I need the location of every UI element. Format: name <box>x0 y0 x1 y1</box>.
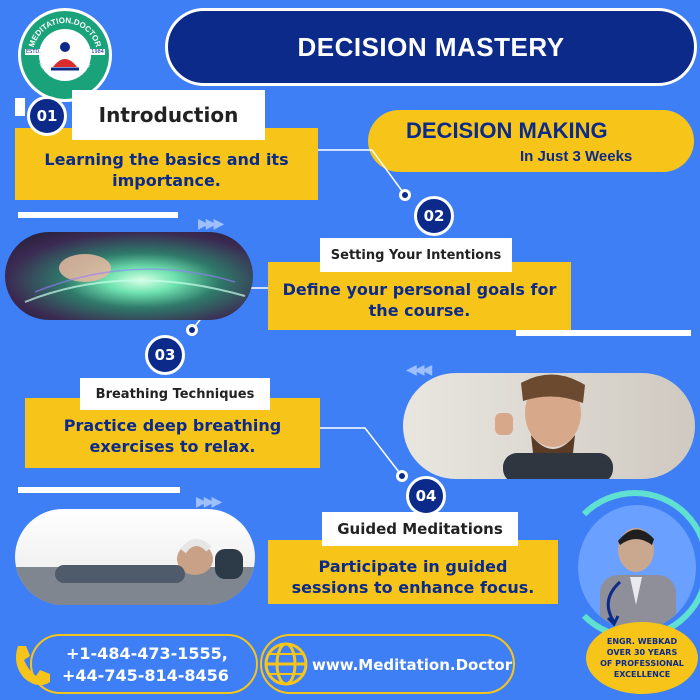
step-01-card: Learning the basics and its importance. <box>15 128 318 200</box>
divider-line <box>18 212 178 218</box>
step-04-number: 04 <box>406 476 446 516</box>
breathing-man-photo <box>403 373 695 479</box>
relaxing-man-photo <box>15 509 255 605</box>
energy-hands-photo <box>5 232 253 320</box>
step-01-number: 01 <box>27 96 67 136</box>
promo-banner: DECISION MAKING In Just 3 Weeks <box>368 110 694 172</box>
globe-icon <box>262 640 310 688</box>
promo-subtitle: In Just 3 Weeks <box>520 148 633 165</box>
svg-text:MEDITATION.DOCTOR: MEDITATION.DOCTOR <box>27 16 103 49</box>
step-03-title: Breathing Techniques <box>95 386 255 402</box>
step-01-title: Introduction <box>98 103 239 127</box>
step-01-frame <box>15 98 25 116</box>
step-04-title: Guided Meditations <box>337 520 503 538</box>
step-02-number: 02 <box>414 196 454 236</box>
step-02-title-box: Setting Your Intentions <box>320 238 512 272</box>
website-link[interactable]: www.Meditation.Doctor <box>312 656 513 674</box>
profile-photo <box>578 505 696 630</box>
chevron-left-icon: ◀◀◀ <box>406 362 432 378</box>
header-banner: DECISION MASTERY <box>165 8 697 86</box>
profile-caption: ENGR. WEBKAD OVER 30 YEARS OF PROFESSION… <box>600 637 684 679</box>
page-title: DECISION MASTERY <box>297 31 565 62</box>
divider-line <box>516 330 691 336</box>
step-04-title-box: Guided Meditations <box>322 512 518 546</box>
phone-pill <box>30 634 258 694</box>
chevron-right-icon: ▶▶▶ <box>198 216 224 232</box>
promo-title: DECISION MAKING <box>406 118 608 143</box>
contact-phone-1: +1-484-473-1555, <box>66 644 228 663</box>
step-01-description: Learning the basics and its importance. <box>44 150 289 190</box>
brand-logo: MEDITATION.DOCTOR INNER PEACE, OUTER VIT… <box>18 8 112 102</box>
step-04-card: Participate in guided sessions to enhanc… <box>268 540 558 604</box>
step-03-description: Practice deep breathing exercises to rel… <box>63 416 282 456</box>
step-02-card: Define your personal goals for the cours… <box>268 262 571 330</box>
step-04-description: Participate in guided sessions to enhanc… <box>291 557 535 597</box>
step-01-title-box: Introduction <box>72 90 265 140</box>
logo-badge-right: 1984 <box>90 49 105 55</box>
profile-caption-badge: ENGR. WEBKAD OVER 30 YEARS OF PROFESSION… <box>586 622 698 694</box>
phone-icon <box>8 640 52 690</box>
logo-badge-left: ESTD. <box>25 49 42 55</box>
step-03-title-box: Breathing Techniques <box>80 378 270 410</box>
web-pill <box>260 634 515 694</box>
logo-top-text: MEDITATION.DOCTOR <box>27 16 103 49</box>
step-02-description: Define your personal goals for the cours… <box>282 280 557 320</box>
arrow-icon <box>606 580 622 627</box>
step-03-number: 03 <box>145 335 185 375</box>
divider-line <box>18 487 180 493</box>
contact-phone-2: +44-745-814-8456 <box>62 666 229 685</box>
step-02-title: Setting Your Intentions <box>330 247 502 263</box>
chevron-right-icon: ▶▶▶ <box>196 494 222 510</box>
